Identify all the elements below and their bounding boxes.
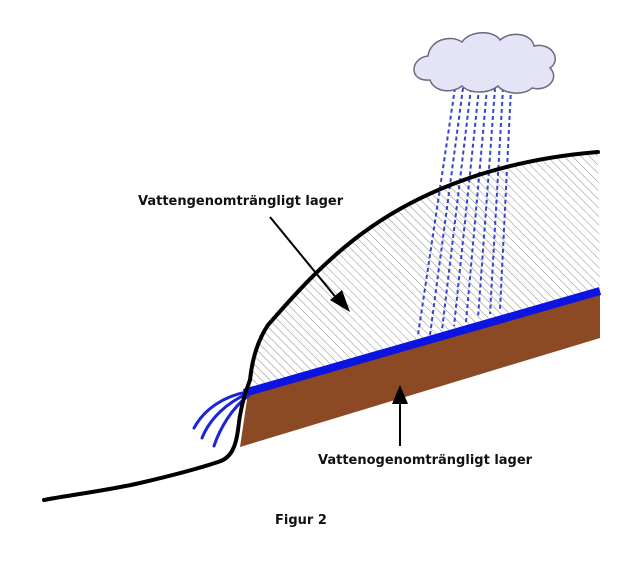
impermeable-layer-area [240, 292, 600, 447]
water-layer [242, 287, 602, 397]
label-permeable-layer: Vattengenomträngligt lager [138, 194, 344, 209]
arrow-impermeable [392, 385, 408, 446]
rain-streaks [417, 87, 512, 336]
arrow-permeable [269, 216, 350, 312]
label-impermeable-layer: Vattenogenomträngligt lager [318, 453, 533, 468]
permeable-layer-area [248, 152, 600, 393]
ground-outline [42, 150, 600, 502]
cloud-icon [413, 32, 556, 94]
figure-caption: Figur 2 [275, 513, 327, 528]
